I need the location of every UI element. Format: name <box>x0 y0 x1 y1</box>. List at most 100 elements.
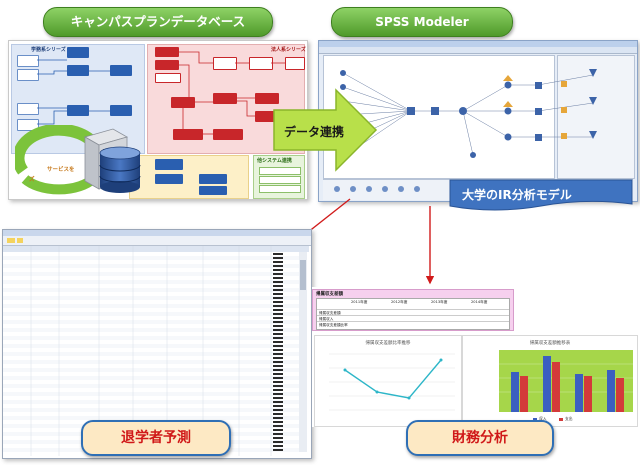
year-col: 2011年度 <box>351 300 368 304</box>
prediction-cell <box>273 393 283 395</box>
spreadsheet-row[interactable] <box>3 328 299 332</box>
system-box <box>285 57 305 70</box>
prediction-cell <box>273 345 283 347</box>
prediction-cell <box>273 269 283 271</box>
spreadsheet-row[interactable] <box>3 280 299 284</box>
spreadsheet-row[interactable] <box>3 312 299 316</box>
prediction-cell <box>273 313 283 315</box>
data-link-arrow <box>273 88 378 172</box>
spreadsheet-row[interactable] <box>3 368 299 372</box>
spreadsheet-row[interactable] <box>3 400 299 404</box>
database-icon <box>99 146 141 193</box>
prediction-cell <box>273 281 283 283</box>
spreadsheet-row[interactable] <box>3 348 299 352</box>
campus-plan-database-header: キャンパスプランデータベース <box>43 7 273 37</box>
prediction-cell <box>273 261 283 263</box>
system-box <box>259 176 301 184</box>
spreadsheet-row[interactable] <box>3 396 299 400</box>
system-box <box>171 97 195 108</box>
prediction-cell <box>273 325 283 327</box>
prediction-cell <box>273 337 283 339</box>
spreadsheet-row[interactable] <box>3 364 299 368</box>
spreadsheet-row[interactable] <box>3 388 299 392</box>
system-box <box>155 47 179 57</box>
spreadsheet-row[interactable] <box>3 260 299 264</box>
row-label: 帰属収支差額 <box>319 311 341 315</box>
spreadsheet-row[interactable] <box>3 320 299 324</box>
bar-expense <box>616 378 624 412</box>
spreadsheet-row[interactable] <box>3 252 299 256</box>
spreadsheet-row[interactable] <box>3 336 299 340</box>
spreadsheet-toolbar <box>3 236 311 246</box>
prediction-cell <box>273 353 283 355</box>
prediction-cell <box>273 377 283 379</box>
spreadsheet-row[interactable] <box>3 404 299 408</box>
system-box <box>199 186 227 195</box>
spreadsheet-row[interactable] <box>3 264 299 268</box>
system-box <box>213 93 237 104</box>
spreadsheet-row[interactable] <box>3 340 299 344</box>
data-link-label: データ連携 <box>284 125 345 139</box>
spreadsheet-row[interactable] <box>3 284 299 288</box>
spreadsheet-row[interactable] <box>3 256 299 260</box>
prediction-cell <box>273 433 283 435</box>
spreadsheet-row[interactable] <box>3 392 299 396</box>
prediction-cell <box>273 357 283 359</box>
spreadsheet-row[interactable] <box>3 288 299 292</box>
spreadsheet-row[interactable] <box>3 296 299 300</box>
spreadsheet-row[interactable] <box>3 276 299 280</box>
spreadsheet-row[interactable] <box>3 316 299 320</box>
spreadsheet-row[interactable] <box>3 412 299 416</box>
spreadsheet-row[interactable] <box>3 272 299 276</box>
spreadsheet-row[interactable] <box>3 332 299 336</box>
spreadsheet-row[interactable] <box>3 384 299 388</box>
prediction-cell <box>273 257 283 259</box>
prediction-cell <box>273 365 283 367</box>
spreadsheet-row[interactable] <box>3 352 299 356</box>
prediction-cell <box>273 273 283 275</box>
prediction-cell <box>273 277 283 279</box>
ir-model-banner <box>449 179 633 211</box>
spreadsheet-row[interactable] <box>3 324 299 328</box>
system-box <box>249 57 273 70</box>
diagram-connectors <box>37 51 285 135</box>
spreadsheet-row[interactable] <box>3 300 299 304</box>
prediction-cell <box>273 445 283 447</box>
prediction-cell <box>273 293 283 295</box>
spreadsheet-row[interactable] <box>3 376 299 380</box>
row-label: 帰属収入 <box>319 317 334 321</box>
balance-table-title: 帰属収支差額 <box>316 292 343 297</box>
spreadsheet-row[interactable] <box>3 408 299 412</box>
system-box <box>67 47 89 58</box>
prediction-cell <box>273 397 283 399</box>
other-systems-label: 他システム連携 <box>257 158 292 164</box>
prediction-cell <box>273 317 283 319</box>
spreadsheet-row[interactable] <box>3 372 299 376</box>
prediction-cell <box>273 429 283 431</box>
spreadsheet-row[interactable] <box>3 344 299 348</box>
system-box <box>155 73 181 83</box>
window-toolbar <box>319 47 637 54</box>
system-box <box>213 57 237 70</box>
spreadsheet-row[interactable] <box>3 308 299 312</box>
prediction-cell <box>273 301 283 303</box>
prediction-cell <box>273 385 283 387</box>
prediction-cell <box>273 409 283 411</box>
services-area <box>129 155 249 199</box>
spreadsheet-row[interactable] <box>3 380 299 384</box>
prediction-cell <box>273 449 283 451</box>
spreadsheet-row[interactable] <box>3 356 299 360</box>
system-box <box>17 55 39 67</box>
ratio-line-chart: 帰属収支差額比率推移 <box>314 335 462 427</box>
prediction-cell <box>273 341 283 343</box>
spreadsheet-row[interactable] <box>3 268 299 272</box>
system-box <box>110 65 132 76</box>
spreadsheet-row[interactable] <box>3 360 299 364</box>
spreadsheet-row[interactable] <box>3 292 299 296</box>
spreadsheet-row[interactable] <box>3 416 299 420</box>
spreadsheet-row[interactable] <box>3 304 299 308</box>
prediction-cell <box>273 373 283 375</box>
system-box <box>155 174 183 184</box>
right-palette[interactable] <box>557 55 635 179</box>
system-box <box>17 119 39 131</box>
